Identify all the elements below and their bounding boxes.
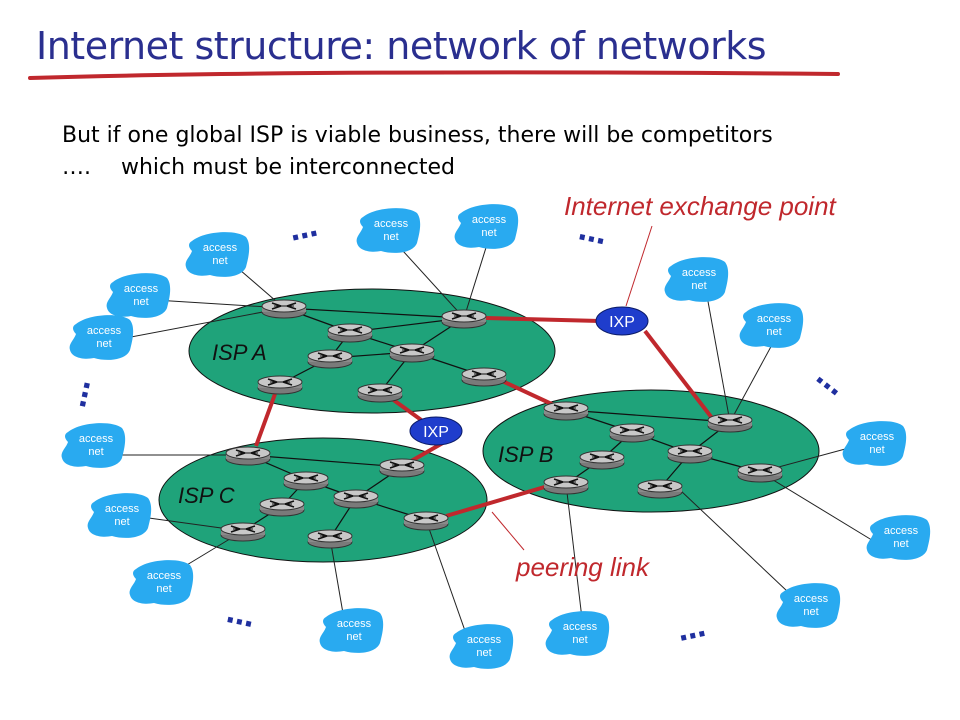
router [307, 529, 353, 549]
svg-text:access: access [203, 242, 238, 254]
svg-text:net: net [133, 296, 148, 308]
peering-callout-label: peering link [515, 552, 651, 582]
svg-text:net: net [156, 583, 171, 595]
router [667, 444, 713, 464]
router [441, 309, 487, 329]
svg-text:net: net [212, 255, 227, 267]
router [543, 475, 589, 495]
ixp-label: IXP [609, 314, 635, 331]
svg-text:access: access [563, 621, 598, 633]
svg-text:access: access [337, 618, 372, 630]
svg-text:net: net [572, 634, 587, 646]
svg-text:net: net [869, 444, 884, 456]
svg-text:access: access [860, 431, 895, 443]
svg-text:net: net [476, 647, 491, 659]
router [259, 497, 305, 517]
svg-text:net: net [803, 606, 818, 618]
svg-text:net: net [766, 326, 781, 338]
svg-text:net: net [114, 516, 129, 528]
svg-text:access: access [467, 634, 502, 646]
svg-text:access: access [147, 570, 182, 582]
peering-callout-leader [491, 511, 525, 551]
router [261, 299, 307, 319]
svg-text:access: access [472, 214, 507, 226]
svg-text:net: net [691, 280, 706, 292]
router [609, 423, 655, 443]
svg-text:access: access [87, 325, 122, 337]
subtitle-line-1: But if one global ISP is viable business… [62, 123, 773, 148]
ixp-node-middle: IXP [409, 416, 463, 446]
ellipsis-marker: … [224, 596, 258, 634]
svg-text:access: access [374, 218, 409, 230]
svg-text:access: access [79, 433, 114, 445]
router [543, 401, 589, 421]
ixp-node-top: IXP [595, 306, 649, 336]
ixp-callout-leader [625, 225, 653, 307]
svg-text:net: net [893, 538, 908, 550]
router [307, 349, 353, 369]
page-title: Internet structure: network of networks [36, 24, 767, 68]
router [737, 463, 783, 483]
isp-a-label: ISP A [212, 340, 267, 365]
svg-text:net: net [96, 338, 111, 350]
router [257, 375, 303, 395]
isp-b-label: ISP B [498, 442, 553, 467]
subtitle-line-2: which must be interconnected [121, 155, 456, 180]
router [283, 471, 329, 491]
router [389, 343, 435, 363]
subtitle: But if one global ISP is viable business… [62, 120, 773, 184]
svg-text:net: net [346, 631, 361, 643]
router [461, 367, 507, 387]
svg-text:net: net [383, 231, 398, 243]
ixp-label: IXP [423, 424, 449, 441]
svg-text:access: access [884, 525, 919, 537]
router [579, 450, 625, 470]
ellipsis-marker: … [576, 213, 610, 251]
svg-text:access: access [124, 283, 159, 295]
router [333, 489, 379, 509]
router [403, 511, 449, 531]
router [225, 446, 271, 466]
router [707, 413, 753, 433]
title-underline [28, 70, 840, 80]
svg-text:net: net [481, 227, 496, 239]
isp-c-label: ISP C [178, 483, 235, 508]
router [327, 323, 373, 343]
svg-text:access: access [794, 593, 829, 605]
svg-text:net: net [88, 446, 103, 458]
svg-text:access: access [757, 313, 792, 325]
router [220, 522, 266, 542]
subtitle-ellipsis: …. [62, 155, 91, 180]
svg-text:access: access [682, 267, 717, 279]
ellipsis-marker: … [674, 610, 708, 648]
router [379, 458, 425, 478]
ixp-callout-label: Internet exchange point [564, 191, 838, 221]
router [357, 383, 403, 403]
router [637, 479, 683, 499]
ellipsis-marker: … [59, 376, 97, 410]
ellipsis-marker: … [810, 359, 852, 402]
ellipsis-marker: … [286, 210, 320, 248]
svg-text:access: access [105, 503, 140, 515]
